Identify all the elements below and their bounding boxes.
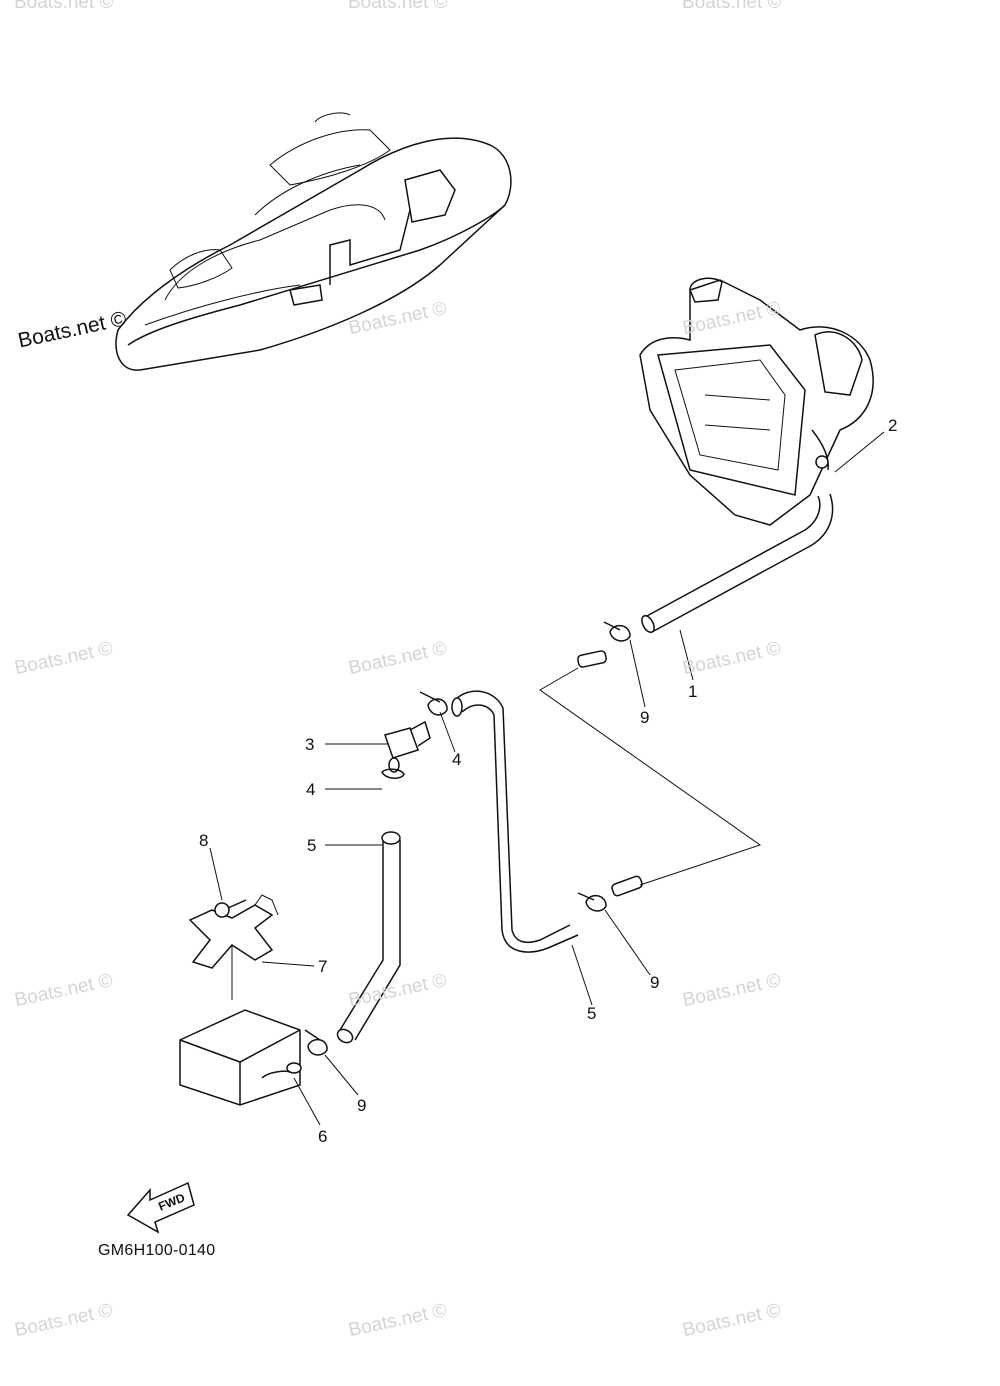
callout-4: 4 [306,780,316,799]
diagram-code: GM6H100-0140 [98,1242,216,1259]
watercraft-hull-overview [115,112,512,371]
forward-arrow-icon [126,1181,195,1234]
watermark: Boats.net © [682,0,782,13]
connection-lines [231,667,762,1000]
callout-5: 5 [587,1004,597,1023]
watermark: Boats.net © [348,0,448,13]
callout-7: 7 [318,957,328,976]
watermark: Boats.net © [14,0,114,13]
jet-pump-housing [639,277,874,526]
callout-4: 4 [452,750,462,769]
bracket-and-screw [188,894,279,969]
leader-lines [209,431,885,1126]
callout-5: 5 [307,836,317,855]
callout-6: 6 [318,1127,328,1146]
fittings-and-clamps [304,621,631,1056]
callout-2: 2 [888,416,898,435]
hoses [336,493,834,1044]
callout-9: 9 [650,973,660,992]
callout-1: 1 [688,682,698,701]
water-box [179,1009,302,1106]
callout-8: 8 [199,831,209,850]
callout-9: 9 [357,1096,367,1115]
callout-3: 3 [305,735,315,754]
callout-9: 9 [640,708,650,727]
